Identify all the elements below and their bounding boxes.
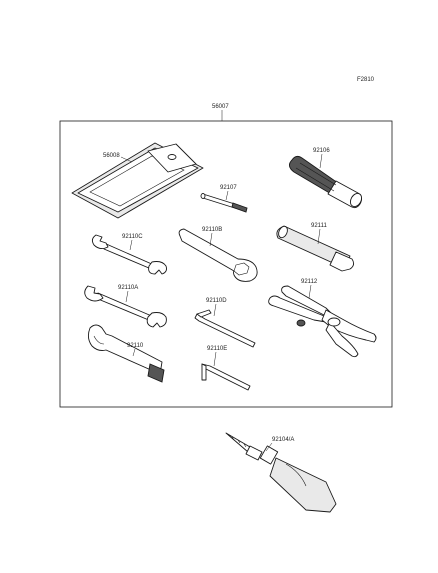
label-wrench-b: 92110B [202,227,222,233]
wrench-c [91,234,167,275]
label-bag: 56008 [103,153,120,159]
grease-tube [225,432,337,513]
label-wrench-c: 92110C [122,234,143,240]
figure-code: F2810 [357,77,375,83]
screwdriver-handle [289,155,363,209]
extension-bar [276,225,355,272]
screwdriver-bit [200,193,248,213]
label-screwdriver-handle: 92106 [313,148,330,154]
label-hex-key-d: 92110D [206,298,227,304]
label-wrench-a: 92110A [118,285,138,291]
wrench-a [84,285,167,328]
hex-key-d [194,309,256,348]
label-pliers: 92112 [301,279,318,285]
tool-bag [71,142,204,219]
hook-spanner [87,324,165,383]
pliers [268,285,377,358]
label-hex-key-e: 92110E [207,346,227,352]
label-extension: 92111 [311,223,327,229]
label-spanner: 92110 [127,343,144,349]
wrench-b [178,228,258,282]
hex-key-e [201,363,251,391]
tool-kit-frame [59,120,393,408]
assembly-part-number: 56007 [212,104,229,110]
label-screwdriver-bit: 92107 [220,185,237,191]
label-grease-tube: 92104/A [272,437,294,443]
